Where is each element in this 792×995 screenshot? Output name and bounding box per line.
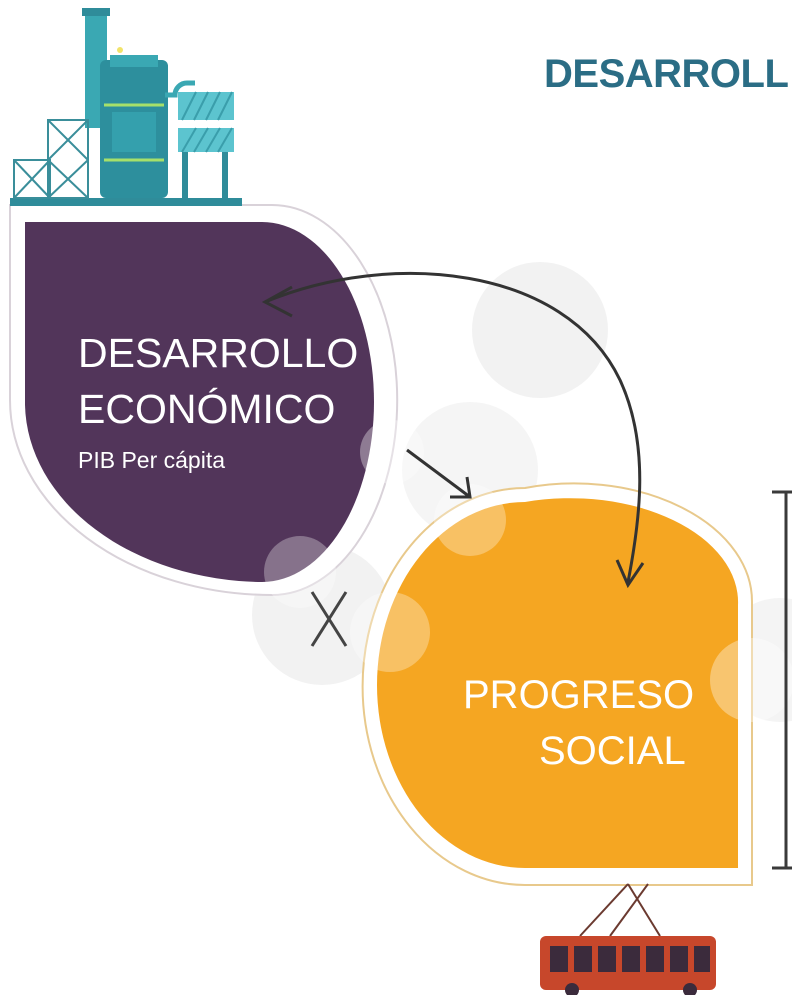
causal-arrow [406, 448, 472, 499]
feedback-arrow [261, 272, 645, 589]
cross-icon [310, 591, 348, 647]
social-bubble [350, 482, 792, 886]
economic-title-line2: ECONÓMICO [78, 386, 336, 432]
page-title: DESARROLL [544, 52, 789, 96]
social-title-line2: SOCIAL [539, 729, 686, 773]
economic-subtitle: PIB Per cápita [78, 447, 226, 473]
range-bracket [772, 490, 792, 870]
economic-title-line1: DESARROLLO [78, 330, 359, 376]
factory-icon [10, 8, 242, 206]
social-title-line1: PROGRESO [463, 673, 695, 717]
bus-icon [540, 883, 716, 995]
